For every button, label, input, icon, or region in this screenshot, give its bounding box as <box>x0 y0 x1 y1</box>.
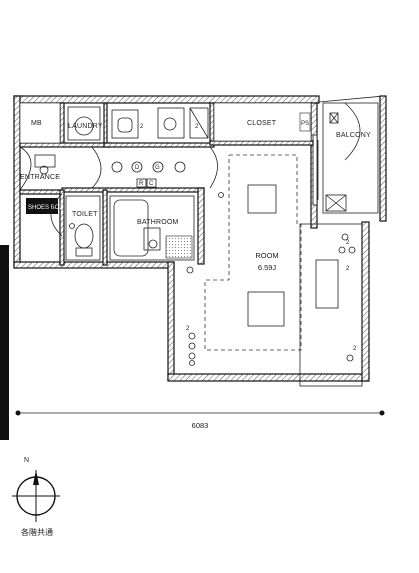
shoes-box <box>26 198 58 214</box>
outlet-count-e: 2 <box>353 346 357 352</box>
shoes-box-label: SHOES BOX <box>28 205 63 211</box>
wash-basin <box>111 107 209 139</box>
compass-icon <box>12 470 60 522</box>
outlet-count-d: 2 <box>346 266 350 272</box>
laundry-room <box>67 106 101 141</box>
toilet-label: TOILET <box>72 211 98 218</box>
ps-label: PS <box>301 121 309 127</box>
left-edge-strip <box>0 245 9 440</box>
corridor: D G <box>91 146 218 189</box>
closet-label: CLOSET <box>247 120 277 127</box>
laundry-label: LAUNDRY <box>68 123 103 130</box>
bathroom <box>109 195 195 261</box>
outlet-count-c: 2 <box>186 326 190 332</box>
balcony-label: BALCONY <box>336 132 371 139</box>
toilet-room <box>65 195 101 261</box>
main-room <box>186 154 363 387</box>
ps-space <box>299 112 311 132</box>
switch-c: C <box>149 181 154 187</box>
switch-r: R <box>139 181 144 187</box>
outlet-count-a: 2 <box>140 124 144 130</box>
dimension-width-label: 6083 <box>192 421 209 430</box>
entrance-door-swing <box>50 193 63 237</box>
mb-label: MB <box>31 120 42 127</box>
entrance-area <box>19 146 56 191</box>
interior-walls <box>19 102 314 266</box>
compass-north-label: N <box>24 457 29 464</box>
outlet-count-b: 2 <box>195 124 199 130</box>
bathroom-label: BATHROOM <box>137 219 179 226</box>
outlet-count-f: 2 <box>346 240 350 246</box>
svg-text:G: G <box>155 165 160 171</box>
room-label: ROOM <box>255 251 278 260</box>
entrance-label: ENTRANCE <box>20 174 60 181</box>
compass-caption: 各階共通 <box>21 527 53 537</box>
balcony-area <box>312 102 379 214</box>
svg-text:D: D <box>135 165 140 171</box>
room-size-label: 6.59J <box>258 263 277 272</box>
dimension-line <box>15 410 385 416</box>
mb-room <box>19 102 61 144</box>
closet-room <box>213 102 312 142</box>
